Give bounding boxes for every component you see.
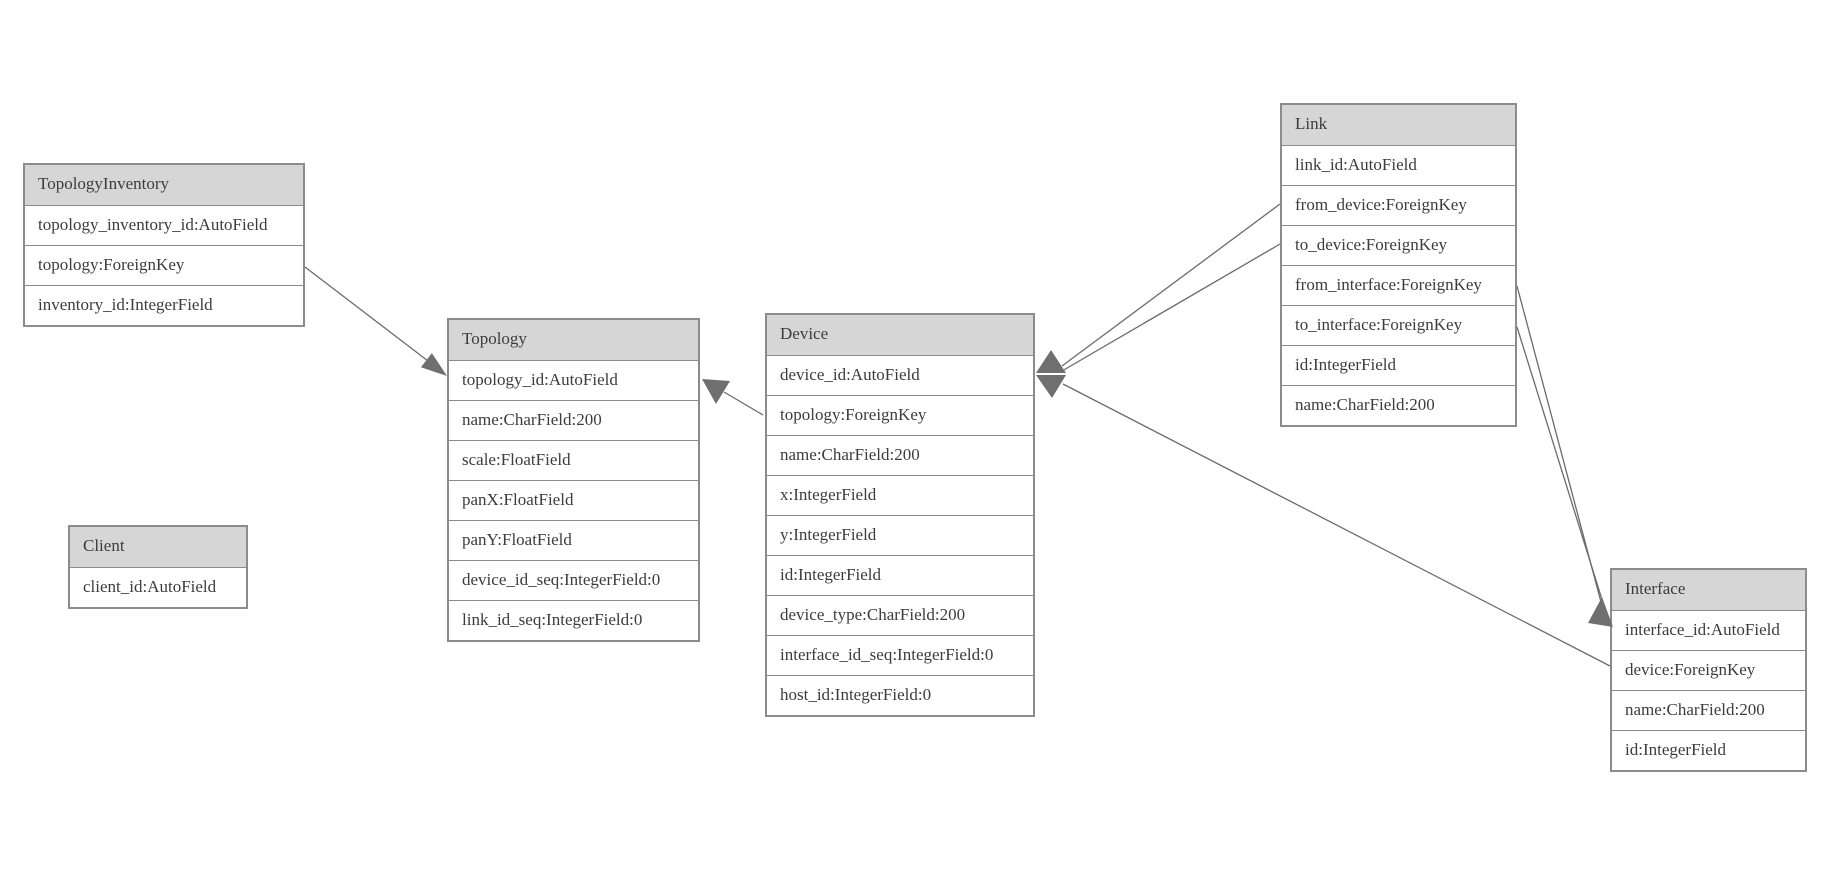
field-row: from_interface:ForeignKey <box>1282 265 1515 305</box>
field-row: device:ForeignKey <box>1612 650 1805 690</box>
field-row: name:CharField:200 <box>1612 690 1805 730</box>
field-row: interface_id_seq:IntegerField:0 <box>767 635 1033 675</box>
field-row: id:IntegerField <box>767 555 1033 595</box>
field-row: panY:FloatField <box>449 520 698 560</box>
relationship-link-from-interface <box>1516 285 1602 603</box>
field-row: y:IntegerField <box>767 515 1033 555</box>
entity-device-title: Device <box>767 315 1033 355</box>
relationship-link-to-device <box>1061 243 1281 372</box>
arrowhead-into-device-lower <box>1036 375 1066 398</box>
entity-client-title: Client <box>70 527 246 567</box>
entity-device: Device device_id:AutoField topology:Fore… <box>765 313 1035 717</box>
entity-topology-title: Topology <box>449 320 698 360</box>
field-row: to_device:ForeignKey <box>1282 225 1515 265</box>
relationship-device-topology <box>702 379 764 416</box>
field-row: topology_inventory_id:AutoField <box>25 205 303 245</box>
arrowhead-into-topology-left <box>420 353 447 376</box>
field-row: name:CharField:200 <box>767 435 1033 475</box>
field-row: name:CharField:200 <box>449 400 698 440</box>
entity-topology-inventory: TopologyInventory topology_inventory_id:… <box>23 163 305 327</box>
entity-topology: Topology topology_id:AutoField name:Char… <box>447 318 700 642</box>
field-row: inventory_id:IntegerField <box>25 285 303 325</box>
entity-client: Client client_id:AutoField <box>68 525 248 609</box>
field-row: to_interface:ForeignKey <box>1282 305 1515 345</box>
field-row: x:IntegerField <box>767 475 1033 515</box>
entity-interface: Interface interface_id:AutoField device:… <box>1610 568 1807 772</box>
field-row: scale:FloatField <box>449 440 698 480</box>
entity-topology-inventory-title: TopologyInventory <box>25 165 303 205</box>
entity-link-title: Link <box>1282 105 1515 145</box>
field-row: topology:ForeignKey <box>25 245 303 285</box>
field-row: interface_id:AutoField <box>1612 610 1805 650</box>
entity-link: Link link_id:AutoField from_device:Forei… <box>1280 103 1517 427</box>
arrowhead-into-topology-right <box>702 379 730 404</box>
field-row: device_id_seq:IntegerField:0 <box>449 560 698 600</box>
field-row: topology_id:AutoField <box>449 360 698 400</box>
field-row: panX:FloatField <box>449 480 698 520</box>
relationship-link-from-device <box>1061 203 1281 367</box>
field-row: topology:ForeignKey <box>767 395 1033 435</box>
field-row: host_id:IntegerField:0 <box>767 675 1033 715</box>
field-row: client_id:AutoField <box>70 567 246 607</box>
arrowhead-into-device-upper <box>1036 350 1066 373</box>
field-row: link_id_seq:IntegerField:0 <box>449 600 698 640</box>
field-row: name:CharField:200 <box>1282 385 1515 425</box>
field-row: device_type:CharField:200 <box>767 595 1033 635</box>
field-row: link_id:AutoField <box>1282 145 1515 185</box>
field-row: device_id:AutoField <box>767 355 1033 395</box>
entity-interface-title: Interface <box>1612 570 1805 610</box>
relationship-topologyinventory-topology <box>304 266 447 376</box>
relationship-link-to-interface <box>1516 326 1605 607</box>
field-row: from_device:ForeignKey <box>1282 185 1515 225</box>
field-row: id:IntegerField <box>1282 345 1515 385</box>
field-row: id:IntegerField <box>1612 730 1805 770</box>
